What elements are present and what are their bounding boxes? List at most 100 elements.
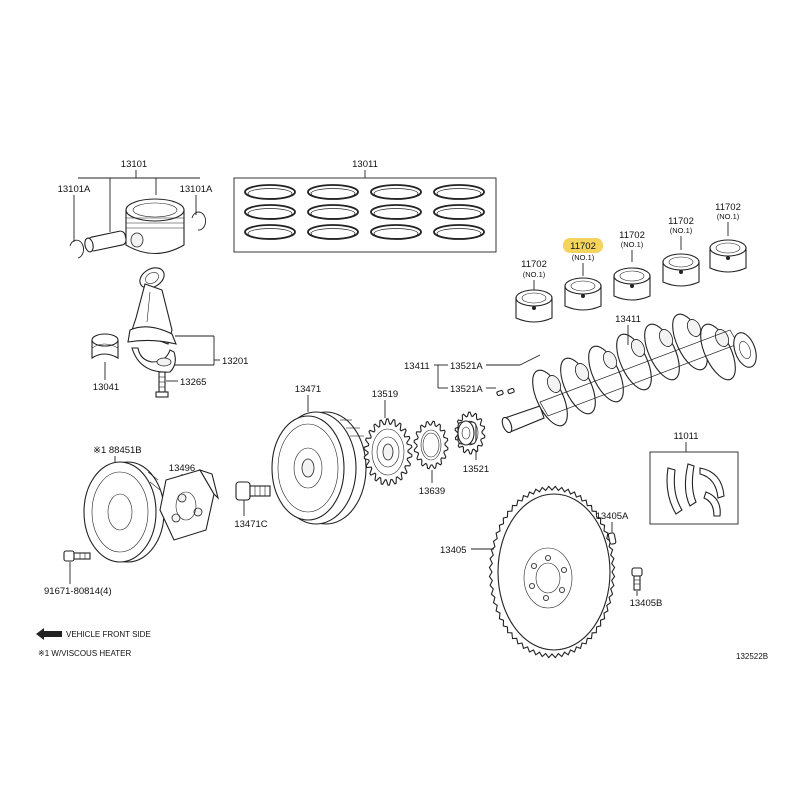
bearing-top (613, 267, 651, 285)
label-11702-b-sub: (NO.1) (621, 240, 644, 249)
label-11702-d-sub: (NO.1) (717, 212, 740, 221)
ring-set-1 (244, 184, 296, 240)
piston-ring-inner (247, 228, 293, 239)
piston-ring (370, 224, 422, 240)
piston-ring-inner (373, 228, 419, 239)
label-11702-a-sub: (NO.1) (523, 270, 546, 279)
gear13639-teeth (413, 420, 449, 470)
piston-pin (84, 230, 127, 253)
label-13011[interactable]: 13011 (352, 159, 378, 170)
flywheel-13405: 13405 (440, 485, 616, 659)
main-bearing-shell-4 (662, 253, 700, 287)
piston-ring-inner (373, 208, 419, 219)
ring-set-2 (307, 184, 359, 240)
label-13639[interactable]: 13639 (419, 486, 445, 497)
note-viscous-heater: ※1 W/VISCOUS HEATER (38, 649, 131, 658)
pulley-bolt-13471c: 13471C (234, 481, 271, 530)
connecting-rod (127, 267, 177, 345)
label-13411-left[interactable]: 13411 (404, 361, 430, 372)
crank-journal-2 (574, 363, 590, 381)
plate-13496: 13496 (159, 463, 220, 541)
label-13101[interactable]: 13101 (121, 159, 147, 170)
ring-set-box (233, 177, 497, 253)
label-11702-b[interactable]: 11702 (619, 230, 645, 241)
label-11702-a[interactable]: 11702 (521, 259, 547, 270)
bearing-top (564, 277, 602, 295)
label-13405a[interactable]: 13405A (596, 511, 629, 522)
piston (125, 198, 185, 254)
snap-ring-left (69, 239, 84, 259)
diagram-code: 132522B (736, 652, 768, 661)
label-13496[interactable]: 13496 (169, 463, 195, 474)
piston-ring-inner (310, 208, 356, 219)
rod-bolt (155, 371, 169, 398)
crank-gear-13519: 13519 (363, 389, 413, 486)
label-13471[interactable]: 13471 (295, 384, 321, 395)
viscous-pulley-88451b: ※1 88451B (83, 445, 165, 563)
pin-13405a: 13405A (596, 511, 629, 545)
bearing-oil-hole (679, 270, 683, 274)
label-13411-top[interactable]: 13411 (615, 314, 641, 325)
piston-ring-inner (436, 208, 482, 219)
label-11702-c[interactable]: 11702 (668, 216, 694, 227)
bearing-oil-hole (532, 306, 536, 310)
piston-ring-inner (310, 228, 356, 239)
label-13201[interactable]: 13201 (222, 356, 248, 367)
ring-set-3 (370, 184, 422, 240)
piston-ring-set-13011: 13011 (233, 159, 497, 253)
piston-ring (244, 224, 296, 240)
rod-bearing-13041 (91, 333, 119, 360)
label-13405b[interactable]: 13405B (630, 598, 663, 609)
front-arrow (36, 628, 62, 640)
key-13521a-1 (496, 389, 504, 397)
bearing-inner (570, 280, 596, 292)
piston-ring (433, 184, 485, 200)
timing-gear-13521: 13521 (454, 411, 489, 475)
label-13041[interactable]: 13041 (93, 382, 119, 393)
label-11702-d[interactable]: 11702 (715, 202, 741, 213)
crank-journal-3 (602, 351, 618, 369)
rod-cap (131, 347, 176, 373)
main-bearing-shell-1 (515, 289, 553, 323)
label-11011[interactable]: 11011 (673, 431, 698, 442)
crank-web-3 (588, 345, 624, 403)
piston-ring (433, 204, 485, 220)
label-11702-highlighted-sub: (NO.1) (572, 253, 595, 262)
label-13265[interactable]: 13265 (180, 377, 206, 388)
bearing-oil-hole (630, 284, 634, 288)
piston-ring (370, 204, 422, 220)
piston-ring (307, 184, 359, 200)
label-13521a-bottom[interactable]: 13521A (450, 384, 483, 395)
crankshaft (501, 313, 757, 434)
label-13101a-left[interactable]: 13101A (58, 184, 91, 195)
bearing-inner (715, 242, 741, 254)
piston-ring-inner (436, 188, 482, 199)
thrust-washers-11011: 11011 (649, 431, 739, 525)
crank-web-4 (616, 333, 652, 391)
label-13101a-right[interactable]: 13101A (180, 184, 213, 195)
label-88451b[interactable]: ※1 88451B (93, 445, 142, 456)
label-13519[interactable]: 13519 (372, 389, 398, 400)
label-13405[interactable]: 13405 (440, 545, 466, 556)
piston-ring-inner (373, 188, 419, 199)
label-91671-80814[interactable]: 91671-80814(4) (44, 586, 112, 597)
bolt-91671-80814: 91671-80814(4) (44, 550, 112, 597)
bearing-inner (619, 270, 645, 282)
bolt-13405b: 13405B (630, 567, 663, 609)
piston-ring-inner (247, 208, 293, 219)
key-13521a-2 (507, 387, 515, 395)
label-11702-highlighted[interactable]: 11702 (570, 241, 596, 252)
piston-ring (433, 224, 485, 240)
crank-journal-1 (546, 375, 562, 393)
arrow-left-icon (36, 628, 62, 640)
note-vehicle-front: VEHICLE FRONT SIDE (66, 630, 151, 639)
gear13519-hub (371, 428, 405, 476)
piston-ring (370, 184, 422, 200)
crank-journal-6 (686, 319, 702, 337)
label-13521[interactable]: 13521 (463, 464, 489, 475)
bearing-inner (668, 256, 694, 268)
label-13521a-top[interactable]: 13521A (450, 361, 483, 372)
main-bearing-shell-3 (613, 267, 651, 301)
label-13471c[interactable]: 13471C (234, 519, 267, 530)
